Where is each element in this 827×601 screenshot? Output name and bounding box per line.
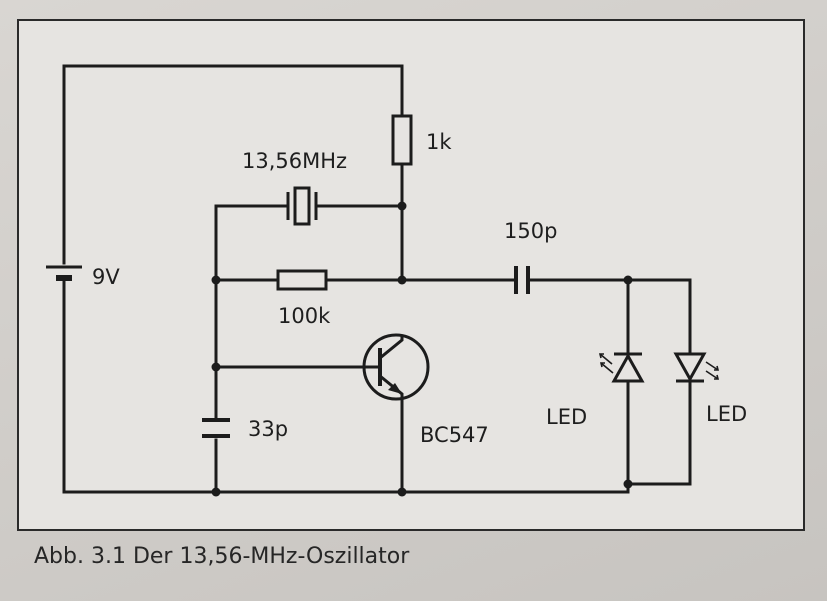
wires: [62, 64, 692, 494]
junction-dot: [623, 479, 633, 489]
transistor-collector-lead: [379, 335, 404, 360]
led-2-symbol: [673, 352, 720, 383]
transistor-symbol: [362, 333, 430, 401]
figure-frame: [17, 19, 805, 531]
junction-dot: [211, 275, 221, 285]
capacitor-33p-label: 33p: [248, 417, 288, 441]
resistor-1k-symbol: [391, 114, 413, 166]
resistor-100k-label: 100k: [278, 304, 331, 328]
junction-dot: [397, 487, 407, 497]
led-1-symbol: [598, 352, 645, 383]
transistor-emitter-arrow: [388, 383, 402, 394]
figure-caption: Abb. 3.1 Der 13,56-MHz-Oszillator: [34, 544, 410, 569]
led-2-label: LED: [706, 402, 747, 426]
battery-symbol: [46, 265, 82, 281]
capacitor-33p-symbol: [202, 418, 230, 438]
led-1-triangle: [611, 352, 645, 383]
schematic-figure: 9V 1k 13,56MHz 100k 33p 150p BC547 LED L…: [16, 18, 806, 532]
crystal-body: [293, 186, 311, 226]
crystal-label: 13,56MHz: [242, 149, 347, 173]
battery-label: 9V: [92, 265, 120, 289]
top-wire: [62, 64, 404, 118]
transistor-label: BC547: [420, 423, 489, 447]
resistor-100k-symbol: [276, 269, 328, 291]
junction-dot: [211, 362, 221, 372]
led-2-triangle: [673, 352, 707, 383]
circuit-schematic: 9V 1k 13,56MHz 100k 33p 150p BC547 LED L…: [17, 19, 805, 531]
crystal-symbol: [286, 186, 318, 226]
junction-dot: [397, 201, 407, 211]
junction-dot: [397, 275, 407, 285]
capacitor-150p-label: 150p: [504, 219, 557, 243]
junction-dot: [211, 487, 221, 497]
junction-dot: [623, 275, 633, 285]
junction-dots: [211, 201, 633, 497]
crystal-left-wire: [214, 204, 290, 282]
led-1-label: LED: [546, 405, 587, 429]
led-1-light-arrows: [598, 353, 614, 374]
led-2-light-arrows: [705, 361, 720, 380]
resistor-1k-label: 1k: [426, 130, 452, 154]
capacitor-150p-symbol: [514, 266, 530, 294]
